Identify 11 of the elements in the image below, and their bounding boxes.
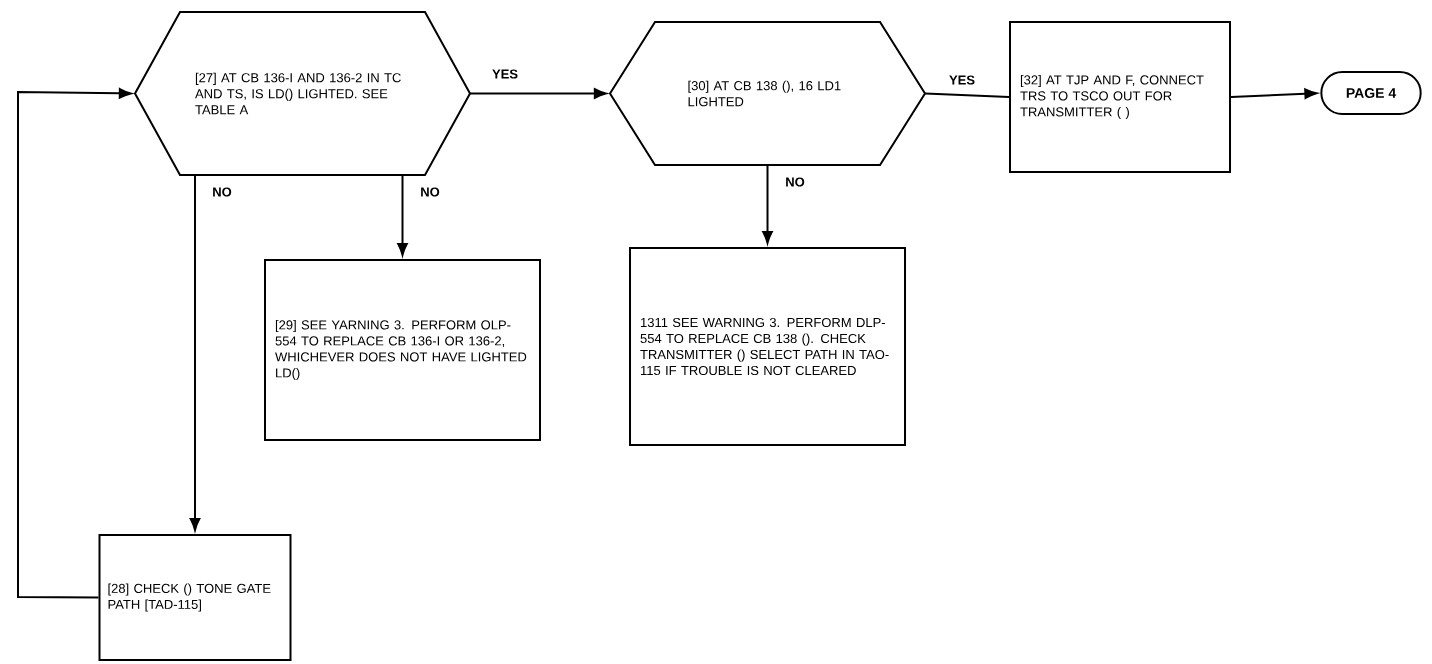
edge-label: NO <box>419 186 441 198</box>
process-box: [32] AT TJP AND F, CONNECT TRS TO TSCO OUT FOR TRANSMITTER ( ) <box>1009 21 1231 173</box>
edge-label: NO <box>211 186 233 198</box>
process-box: [28] CHECK () TONE GATE PATH [TAD-115] <box>98 534 292 661</box>
process-box: [29] SEE YARNING 3. PERFORM OLP-554 TO REPLACE CB 136-I OR 136-2, WHICHEVER DOES NOT HAVE LIGHTED LD() <box>264 259 541 441</box>
edge-label: YES <box>491 68 519 80</box>
arrow <box>189 174 201 531</box>
arrow <box>1230 88 1318 99</box>
edge-label: NO <box>784 176 806 188</box>
process-box: 1311 SEE WARNING 3. PERFORM DLP-554 TO REPLACE CB 138 (). CHECK TRANSMITTER () SELECT PATH IN TAO-115 IF TROUBLE IS NOT CLEARED <box>629 247 906 446</box>
edge-label: YES <box>948 74 976 86</box>
